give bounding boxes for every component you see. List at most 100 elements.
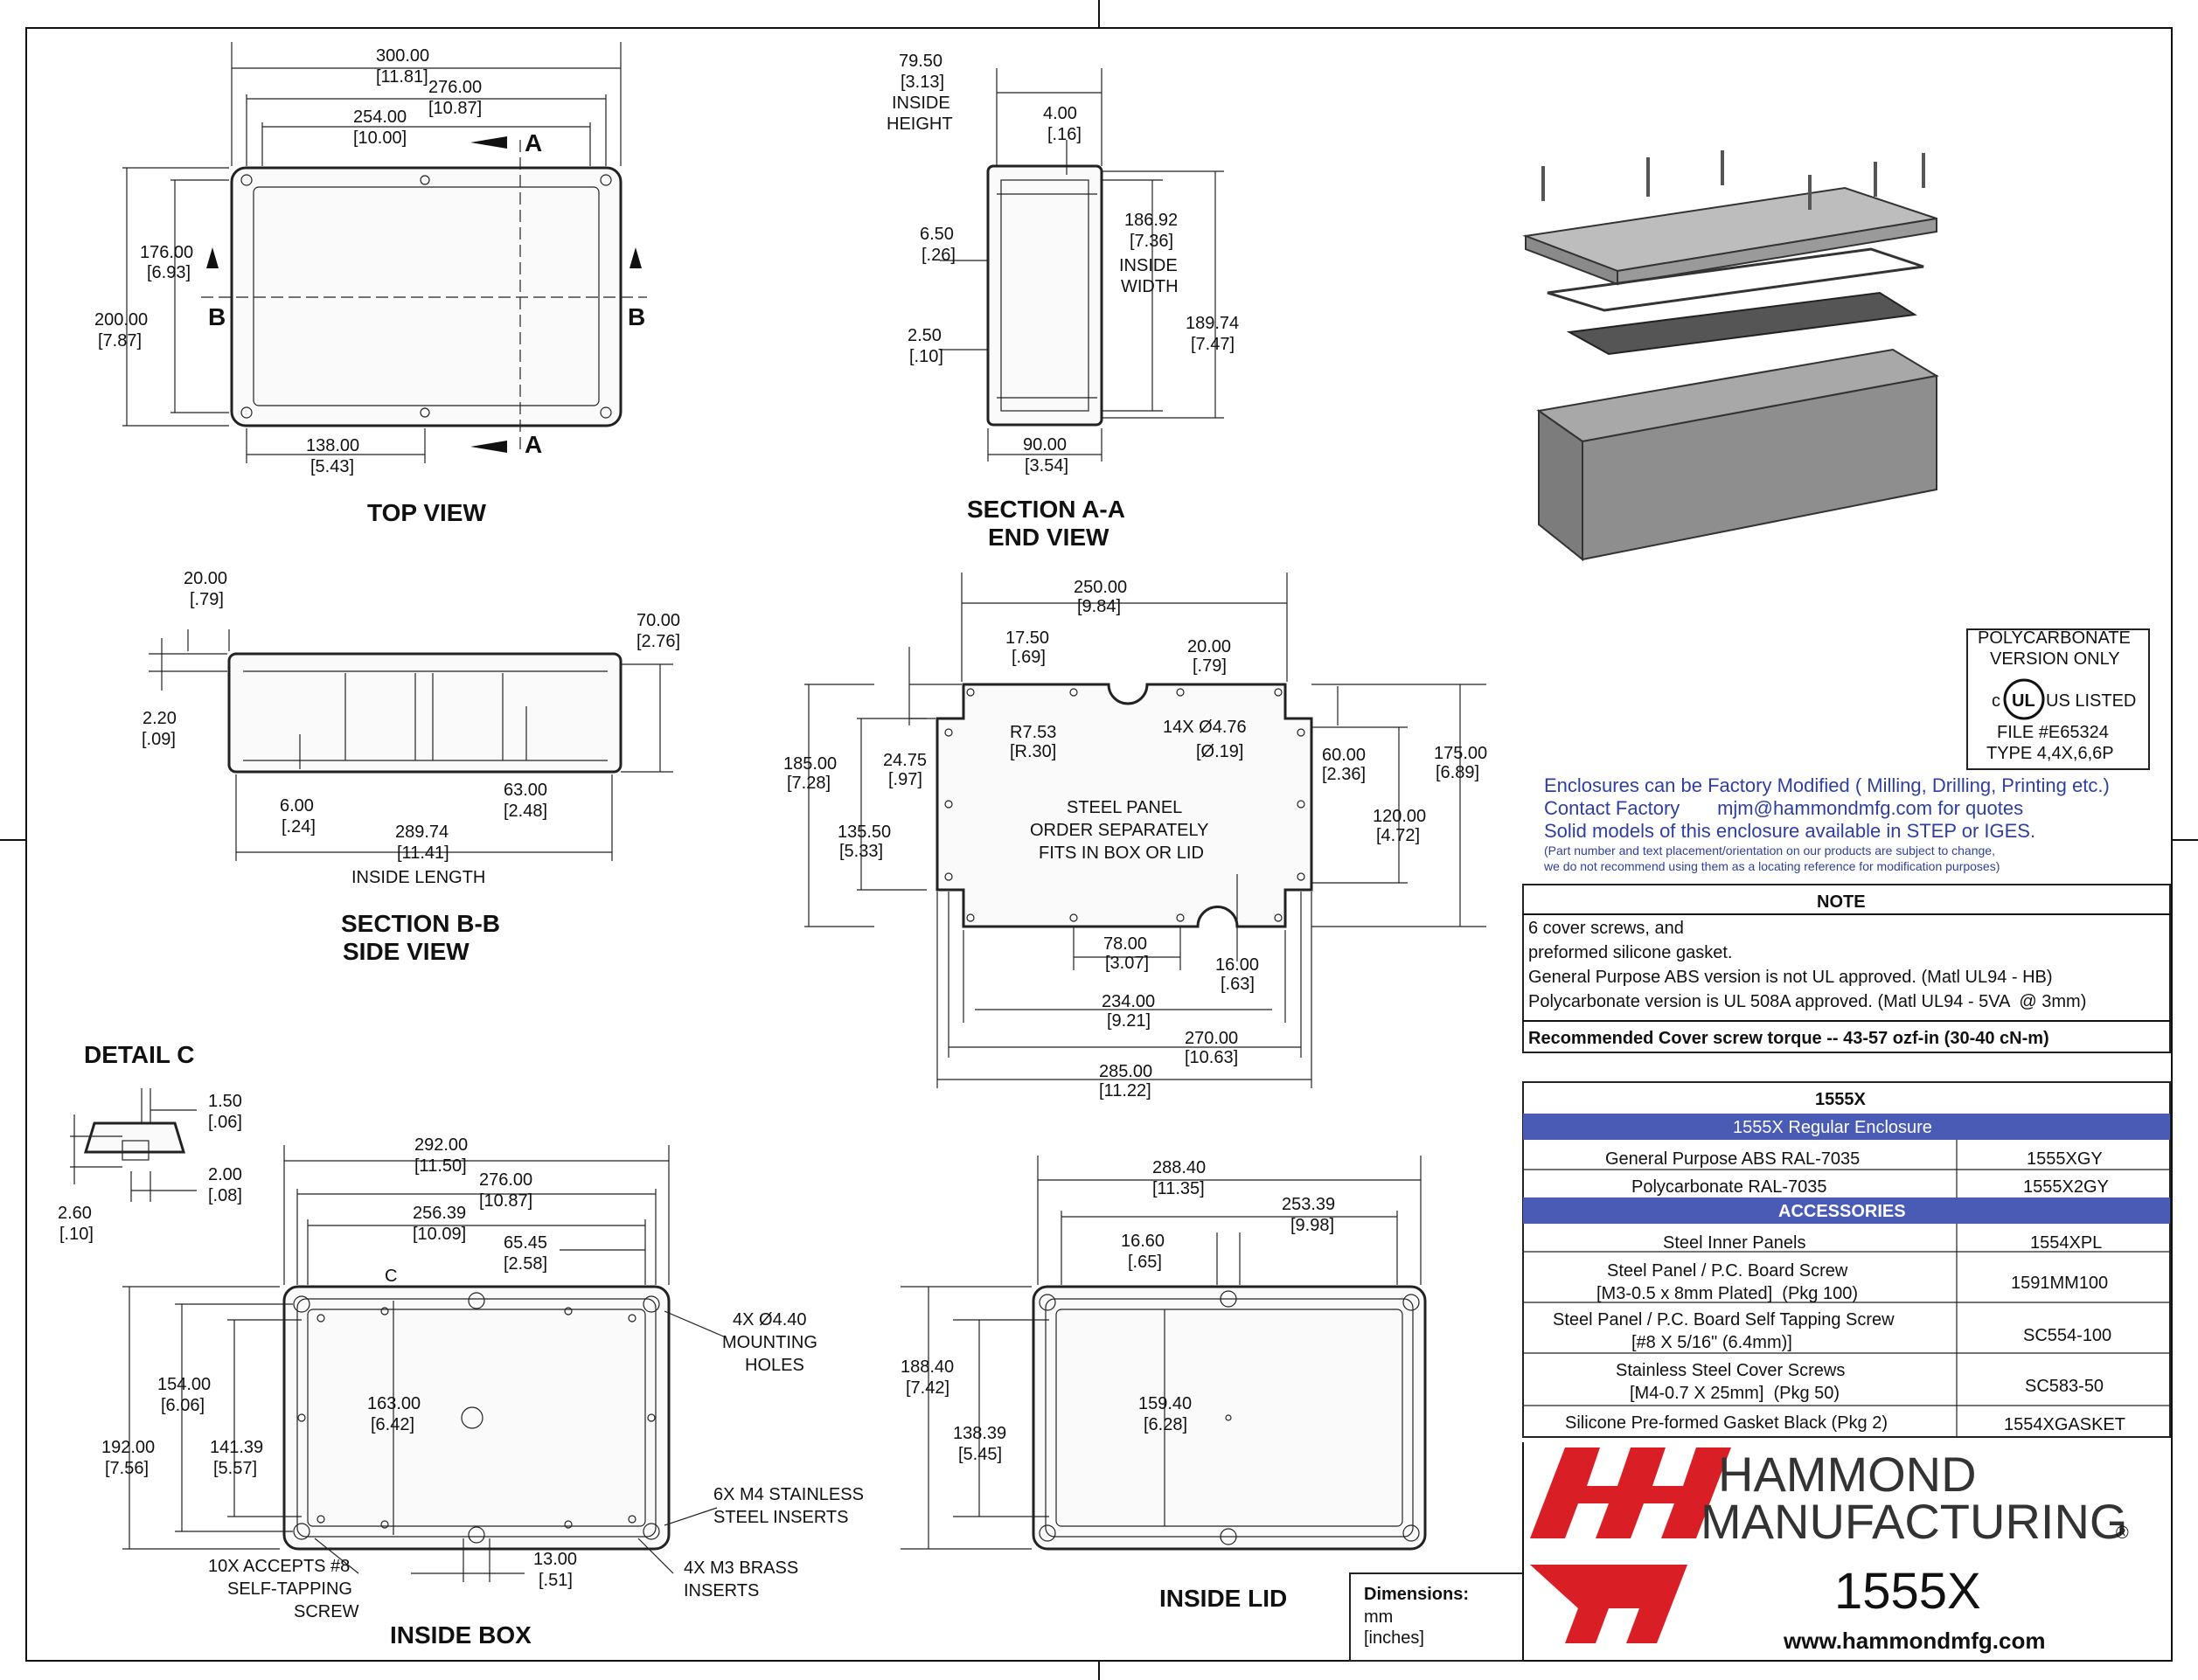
- panel-label-3: FITS IN BOX OR LID: [1039, 843, 1204, 863]
- acc4-desc2: [M4-0.7 X 25mm] (Pkg 50): [1630, 1384, 1840, 1403]
- dim-300: 300.00: [376, 46, 429, 66]
- section-aa-subtitle: END VIEW: [988, 524, 1109, 551]
- dim-254: 254.00: [353, 108, 407, 127]
- bb-220: 2.20: [143, 709, 177, 728]
- info-line5: we do not recommend using them as a loca…: [1543, 859, 2000, 873]
- panel-radius: R7.53: [1010, 723, 1056, 742]
- box-13: 13.00: [533, 1550, 577, 1569]
- lid-2884-in: [11.35]: [1152, 1179, 1205, 1198]
- ul-file: FILE #E65324: [1997, 723, 2109, 742]
- table-title: 1555X: [1815, 1090, 1866, 1109]
- bb-20: 20.00: [184, 569, 227, 588]
- bb-220-in: [.09]: [142, 730, 176, 749]
- bb-inside-len: 289.74: [395, 823, 449, 842]
- inserts-1: 6X M4 STAINLESS: [713, 1485, 864, 1504]
- box-154-in: [6.06]: [161, 1396, 205, 1415]
- inserts-2: STEEL INSERTS: [713, 1508, 849, 1527]
- panel-175-in: [6.89]: [1436, 763, 1479, 782]
- note-line-1: preformed silicone gasket.: [1528, 943, 1732, 962]
- row2-part: 1555X2GY: [2023, 1177, 2109, 1197]
- lid-1884-in: [7.42]: [906, 1378, 949, 1398]
- dimensions-in: [inches]: [1364, 1628, 1424, 1648]
- box-163: 163.00: [367, 1394, 421, 1413]
- dim-200-in: [7.87]: [98, 331, 142, 351]
- note-line-2: General Purpose ABS version is not UL ap…: [1528, 968, 2053, 987]
- parts-table: 1555X 1555X Regular Enclosure ACCESSORIE…: [1522, 1081, 2171, 1438]
- detail-c-title: DETAIL C: [84, 1041, 195, 1068]
- panel-label-2: ORDER SEPARATELY: [1030, 821, 1209, 840]
- detail-260: 2.60: [58, 1204, 92, 1223]
- panel-234-in: [9.21]: [1107, 1011, 1151, 1031]
- dim-300-in: [11.81]: [376, 67, 428, 87]
- detail-150-in: [.06]: [208, 1113, 242, 1132]
- ul-line2: VERSION ONLY: [1990, 649, 2120, 669]
- panel-2475-in: [.97]: [888, 770, 922, 789]
- acc2-part: 1591MM100: [2011, 1274, 2108, 1293]
- acc2-desc2: [M3-0.5 x 8mm Plated] (Pkg 100): [1596, 1284, 1858, 1303]
- box-14139-in: [5.57]: [213, 1459, 257, 1478]
- box-14139: 141.39: [210, 1438, 263, 1457]
- aa-depth-in: [3.54]: [1025, 456, 1068, 476]
- aa-650-in: [.26]: [922, 246, 956, 265]
- aa-inside-width-l2: WIDTH: [1121, 277, 1179, 296]
- aa-inside-width-in: [7.36]: [1130, 232, 1173, 251]
- lid-25339: 253.39: [1282, 1195, 1335, 1214]
- steel-panel-view: 250.00 [9.84] 17.50 [.69] 20.00 [.79] R7…: [783, 573, 1487, 1100]
- aa-wall: 4.00: [1043, 104, 1077, 123]
- aa-inside-height-l2: HEIGHT: [887, 115, 953, 134]
- top-view-title: TOP VIEW: [367, 499, 486, 526]
- acc1-desc: Steel Inner Panels: [1663, 1233, 1805, 1253]
- info-line1: Enclosures can be Factory Modified ( Mil…: [1544, 774, 2110, 796]
- lid-13839-in: [5.45]: [958, 1445, 1002, 1464]
- note-header: NOTE: [1817, 892, 1866, 912]
- aa-outer: 189.74: [1186, 314, 1239, 333]
- section-aa: 79.50 [3.13] INSIDE HEIGHT 4.00 [.16] 6.…: [887, 52, 1239, 551]
- aa-250-in: [.10]: [909, 347, 943, 366]
- dim-138: 138.00: [306, 436, 359, 455]
- panel-1750-in: [.69]: [1012, 648, 1046, 667]
- acc3-desc2: [#8 X 5/16" (6.4mm)]: [1631, 1333, 1792, 1352]
- model-number: 1555X: [1834, 1563, 1981, 1620]
- section-a-bottom: A: [525, 431, 542, 458]
- bb-70-in: [2.76]: [636, 632, 680, 651]
- lid-13839: 138.39: [953, 1424, 1006, 1443]
- note-line-0: 6 cover screws, and: [1528, 919, 1684, 938]
- panel-1355-in: [5.33]: [839, 842, 883, 861]
- section-bb-title: SECTION B-B: [341, 910, 500, 937]
- company-name-2: MANUFACTURING: [1701, 1494, 2127, 1549]
- ul-listing: POLYCARBONATE VERSION ONLY UL c US LISTE…: [1966, 628, 2150, 770]
- ul-logo-icon: [2003, 678, 2045, 720]
- bb-inside-len-label: INSIDE LENGTH: [351, 868, 485, 887]
- panel-20: 20.00: [1187, 637, 1231, 656]
- acc5-desc: Silicone Pre-formed Gasket Black (Pkg 2): [1565, 1413, 1888, 1433]
- lid-166: 16.60: [1121, 1232, 1165, 1251]
- section-b-right: B: [628, 303, 645, 330]
- box-292-in: [11.50]: [414, 1156, 467, 1176]
- panel-16: 16.00: [1215, 955, 1259, 975]
- accepts-2: SELF-TAPPING: [227, 1579, 352, 1599]
- box-25639-in: [10.09]: [413, 1225, 466, 1244]
- enclosure-3d-render: [1522, 150, 1939, 562]
- panel-285-in: [11.22]: [1099, 1081, 1151, 1100]
- panel-234: 234.00: [1102, 992, 1155, 1011]
- bb-inside-len-in: [11.41]: [397, 843, 449, 863]
- box-292: 292.00: [414, 1135, 468, 1155]
- panel-270-in: [10.63]: [1185, 1048, 1238, 1067]
- panel-1355: 135.50: [838, 823, 891, 842]
- panel-185-in: [7.28]: [787, 774, 831, 793]
- info-line3: Solid models of this enclosure available…: [1544, 820, 2035, 842]
- detail-200-in: [.08]: [208, 1186, 242, 1205]
- dim-200: 200.00: [94, 310, 148, 330]
- dim-276: 276.00: [428, 78, 482, 97]
- panel-78: 78.00: [1103, 934, 1147, 954]
- title-block: Dimensions: mm [inches] HAMMOND MANUFACT…: [1349, 1442, 2129, 1662]
- mount-holes-3: HOLES: [745, 1356, 804, 1375]
- aa-inside-height-l1: INSIDE: [892, 94, 950, 113]
- accepts-3: SCREW: [294, 1602, 359, 1621]
- section-bb-subtitle: SIDE VIEW: [343, 938, 470, 965]
- bb-63: 63.00: [504, 781, 547, 800]
- lid-1594-in: [6.28]: [1144, 1415, 1187, 1434]
- box-25639: 256.39: [413, 1204, 466, 1223]
- ul-type: TYPE 4,4X,6,6P: [1986, 744, 2114, 763]
- aa-250: 2.50: [908, 326, 942, 345]
